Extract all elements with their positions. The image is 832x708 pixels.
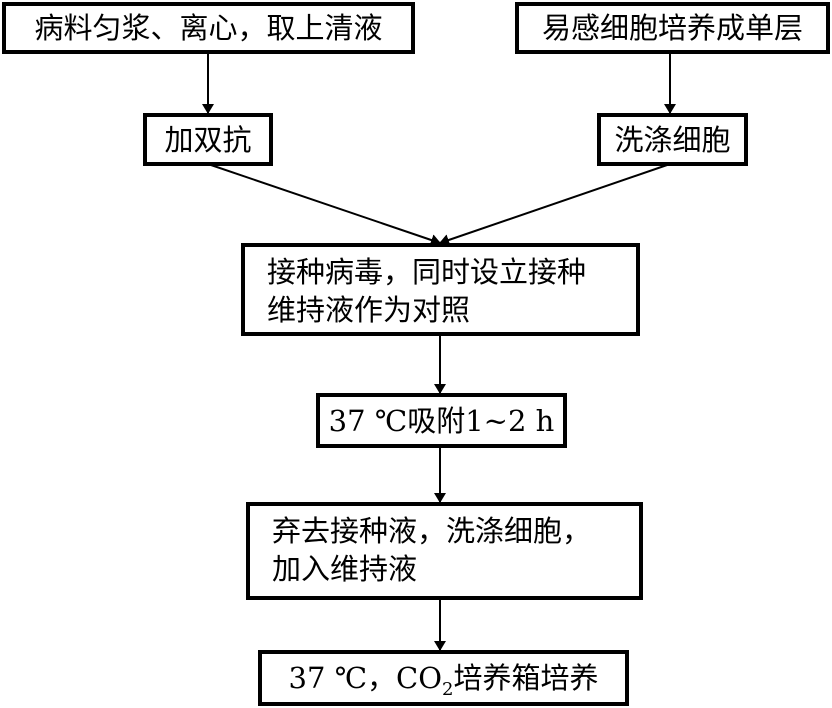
box-co2-incubation: 37 ℃，CO2培养箱培养 (258, 650, 629, 706)
box-co2-incubation-suffix: 培养箱培养 (453, 661, 599, 695)
box-co2-incubation-subscript: 2 (442, 678, 454, 700)
box-cell-culture-text: 易感细胞培养成单层 (541, 11, 803, 45)
box-add-antibiotics: 加双抗 (143, 113, 273, 166)
arrow-wash-to-inoculate (439, 163, 671, 246)
box-cell-culture: 易感细胞培养成单层 (515, 2, 830, 54)
box-discard-inoculum-line1: 弃去接种液，洗涤细胞， (272, 514, 592, 548)
box-inoculate-virus-line1: 接种病毒，同时设立接种 (267, 255, 587, 289)
box-adsorption-text: 37 ℃吸附1~2 h (328, 403, 555, 438)
box-adsorption: 37 ℃吸附1~2 h (316, 393, 567, 448)
box-tissue-homogenate-text: 病料匀浆、离心，取上清液 (34, 11, 383, 45)
box-tissue-homogenate: 病料匀浆、离心，取上清液 (2, 2, 415, 54)
box-inoculate-virus: 接种病毒，同时设立接种 维持液作为对照 (241, 243, 640, 336)
box-co2-incubation-text: 37 ℃，CO2培养箱培养 (288, 659, 599, 700)
box-inoculate-virus-line2: 维持液作为对照 (267, 293, 471, 327)
box-co2-incubation-prefix: 37 ℃，CO (288, 661, 443, 695)
box-discard-inoculum: 弃去接种液，洗涤细胞， 加入维持液 (246, 502, 643, 600)
box-add-antibiotics-text: 加双抗 (164, 122, 252, 157)
box-wash-cells-text: 洗涤细胞 (614, 122, 731, 157)
box-discard-inoculum-line2: 加入维持液 (272, 552, 418, 586)
arrow-antibiotics-to-inoculate (207, 163, 441, 246)
box-wash-cells: 洗涤细胞 (597, 113, 748, 166)
